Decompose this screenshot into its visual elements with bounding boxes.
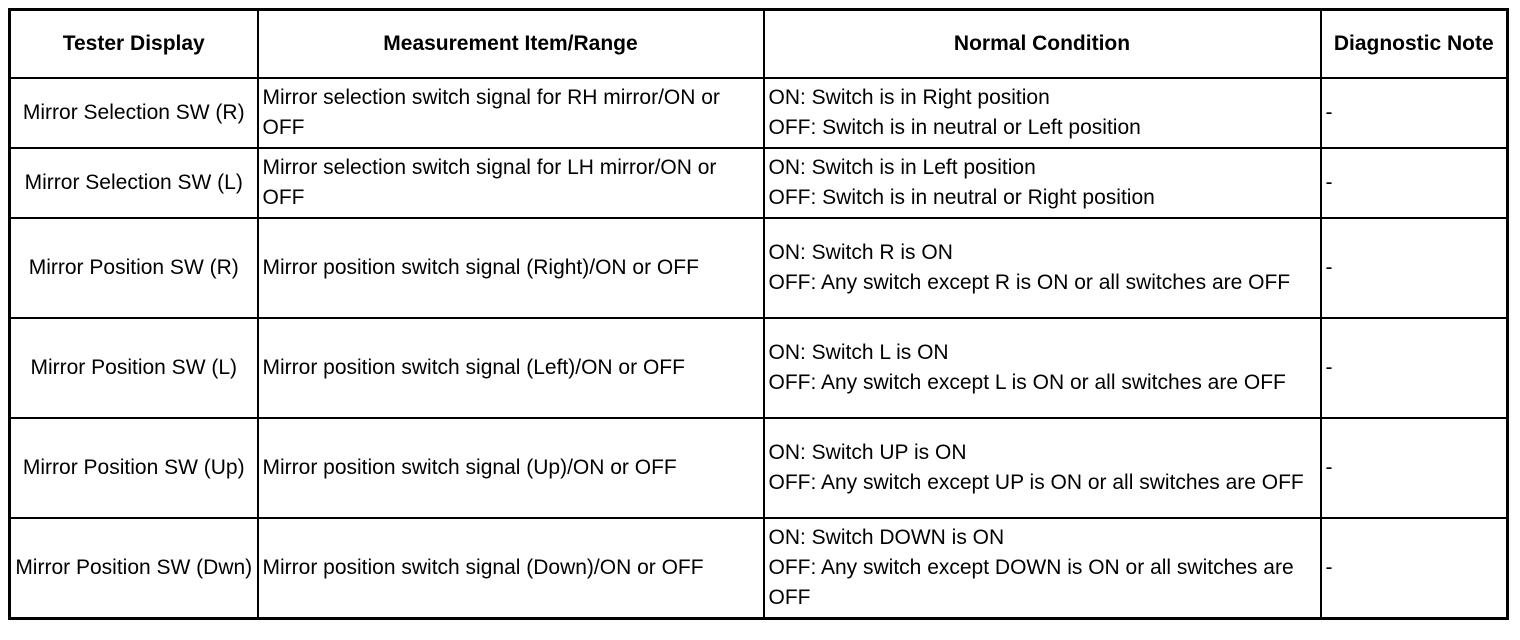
- tester-display-cell: Mirror Position SW (R): [8, 217, 259, 319]
- condition-off-text: OFF: Switch is in neutral or Left positi…: [768, 116, 1141, 139]
- normal-condition-cell: ON: Switch L is ON OFF: Any switch excep…: [762, 317, 1322, 419]
- diagnostic-data-table-container: Tester Display Measurement Item/Range No…: [8, 8, 1509, 620]
- header-measurement: Measurement Item/Range: [256, 8, 765, 79]
- table-row: Mirror Position SW (Up) Mirror position …: [8, 417, 1509, 519]
- diagnostic-note-cell: -: [1319, 77, 1509, 149]
- condition-on-text: ON: Switch is in Left position: [768, 156, 1036, 179]
- tester-display-cell: Mirror Position SW (Up): [8, 417, 259, 519]
- diagnostic-note-cell: -: [1319, 217, 1509, 319]
- measurement-cell: Mirror position switch signal (Down)/ON …: [256, 517, 765, 620]
- condition-on-text: ON: Switch UP is ON: [768, 441, 967, 464]
- measurement-cell: Mirror selection switch signal for LH mi…: [256, 147, 765, 219]
- normal-condition-cell: ON: Switch is in Left position OFF: Swit…: [762, 147, 1322, 219]
- condition-on-text: ON: Switch is in Right position: [768, 86, 1050, 109]
- diagnostic-note-cell: -: [1319, 317, 1509, 419]
- measurement-cell: Mirror position switch signal (Right)/ON…: [256, 217, 765, 319]
- condition-off-text: OFF: Switch is in neutral or Right posit…: [768, 186, 1155, 209]
- table-row: Mirror Position SW (L) Mirror position s…: [8, 317, 1509, 419]
- header-tester-display: Tester Display: [8, 8, 259, 79]
- tester-display-cell: Mirror Position SW (L): [8, 317, 259, 419]
- condition-on-text: ON: Switch R is ON: [768, 241, 953, 264]
- condition-off-text: OFF: Any switch except UP is ON or all s…: [768, 471, 1304, 494]
- diagnostic-data-table: Tester Display Measurement Item/Range No…: [8, 8, 1509, 620]
- normal-condition-cell: ON: Switch is in Right position OFF: Swi…: [762, 77, 1322, 149]
- table-row: Mirror Selection SW (R) Mirror selection…: [8, 77, 1509, 149]
- condition-on-text: ON: Switch DOWN is ON: [768, 526, 1005, 549]
- diagnostic-note-cell: -: [1319, 417, 1509, 519]
- diagnostic-note-cell: -: [1319, 517, 1509, 620]
- condition-off-text: OFF: Any switch except L is ON or all sw…: [768, 371, 1286, 394]
- normal-condition-cell: ON: Switch UP is ON OFF: Any switch exce…: [762, 417, 1322, 519]
- measurement-cell: Mirror position switch signal (Up)/ON or…: [256, 417, 765, 519]
- table-row: Mirror Position SW (R) Mirror position s…: [8, 217, 1509, 319]
- header-normal-condition: Normal Condition: [762, 8, 1322, 79]
- tester-display-cell: Mirror Position SW (Dwn): [8, 517, 259, 620]
- normal-condition-cell: ON: Switch R is ON OFF: Any switch excep…: [762, 217, 1322, 319]
- header-row: Tester Display Measurement Item/Range No…: [8, 8, 1509, 79]
- table-row: Mirror Selection SW (L) Mirror selection…: [8, 147, 1509, 219]
- measurement-cell: Mirror position switch signal (Left)/ON …: [256, 317, 765, 419]
- condition-off-text: OFF: Any switch except DOWN is ON or all…: [768, 556, 1294, 609]
- tester-display-cell: Mirror Selection SW (L): [8, 147, 259, 219]
- condition-on-text: ON: Switch L is ON: [768, 341, 949, 364]
- table-row: Mirror Position SW (Dwn) Mirror position…: [8, 517, 1509, 620]
- normal-condition-cell: ON: Switch DOWN is ON OFF: Any switch ex…: [762, 517, 1322, 620]
- measurement-cell: Mirror selection switch signal for RH mi…: [256, 77, 765, 149]
- condition-off-text: OFF: Any switch except R is ON or all sw…: [768, 271, 1291, 294]
- tester-display-cell: Mirror Selection SW (R): [8, 77, 259, 149]
- diagnostic-note-cell: -: [1319, 147, 1509, 219]
- header-diagnostic-note: Diagnostic Note: [1319, 8, 1509, 79]
